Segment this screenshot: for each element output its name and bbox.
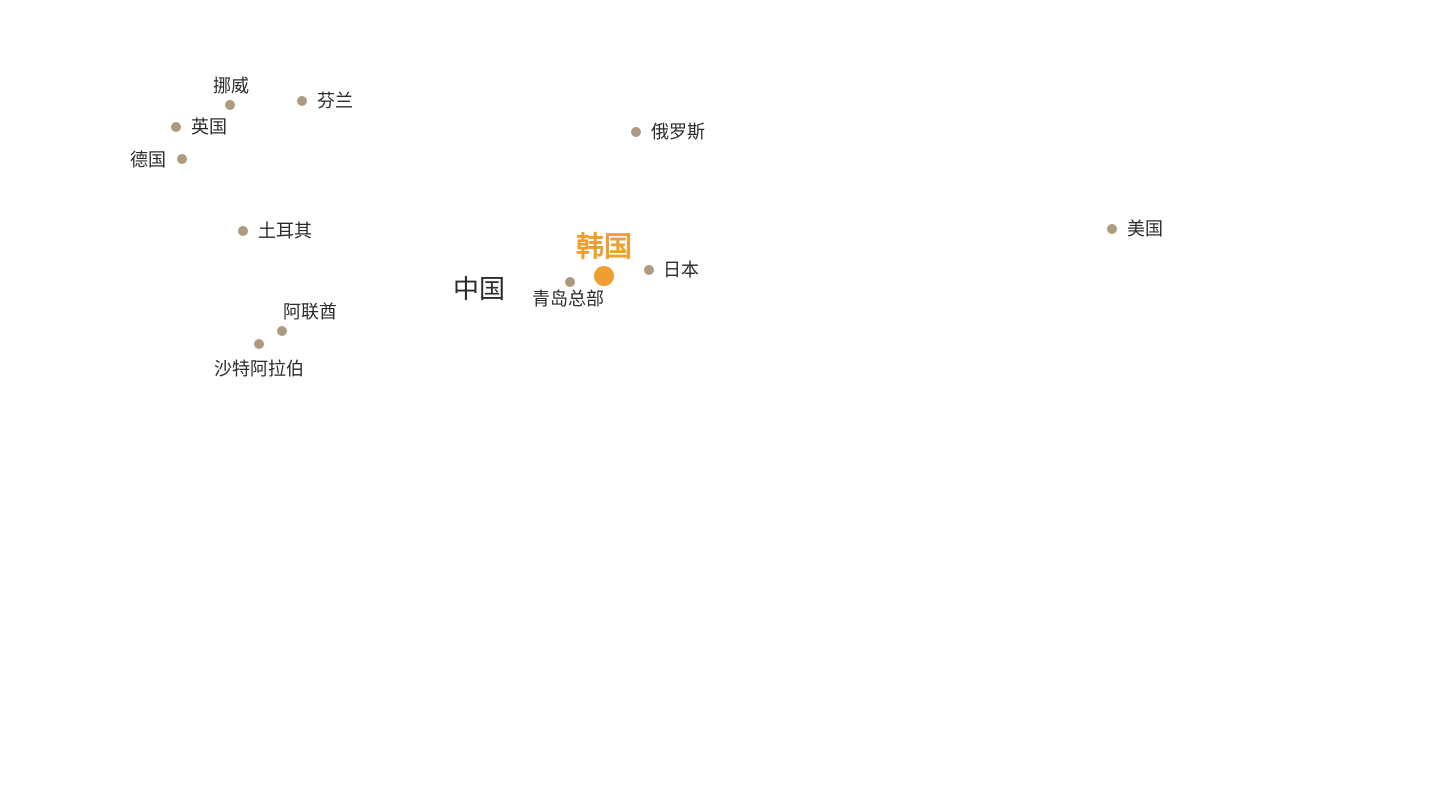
label-japan: 日本 bbox=[663, 260, 699, 281]
marker-uk[interactable] bbox=[171, 122, 181, 132]
label-uae: 阿联酋 bbox=[283, 302, 337, 323]
label-norway: 挪威 bbox=[213, 76, 249, 97]
label-uk: 英国 bbox=[191, 117, 227, 138]
label-germany: 德国 bbox=[130, 150, 166, 171]
label-qingdao-hq: 青岛总部 bbox=[532, 289, 604, 310]
marker-germany[interactable] bbox=[177, 154, 187, 164]
label-russia: 俄罗斯 bbox=[651, 122, 705, 143]
marker-korea-highlight[interactable] bbox=[594, 266, 614, 286]
marker-qingdao-hq[interactable] bbox=[565, 277, 575, 287]
label-usa: 美国 bbox=[1127, 219, 1163, 240]
marker-saudi-arabia[interactable] bbox=[254, 339, 264, 349]
marker-russia[interactable] bbox=[631, 127, 641, 137]
marker-norway[interactable] bbox=[225, 100, 235, 110]
label-korea-highlight: 韩国 bbox=[575, 230, 633, 263]
label-turkey: 土耳其 bbox=[258, 221, 312, 242]
marker-turkey[interactable] bbox=[238, 226, 248, 236]
label-saudi-arabia: 沙特阿拉伯 bbox=[214, 359, 304, 380]
marker-finland[interactable] bbox=[297, 96, 307, 106]
label-china: 中国 bbox=[452, 275, 506, 305]
marker-usa[interactable] bbox=[1107, 224, 1117, 234]
marker-uae[interactable] bbox=[277, 326, 287, 336]
marker-japan[interactable] bbox=[644, 265, 654, 275]
label-finland: 芬兰 bbox=[317, 91, 353, 112]
